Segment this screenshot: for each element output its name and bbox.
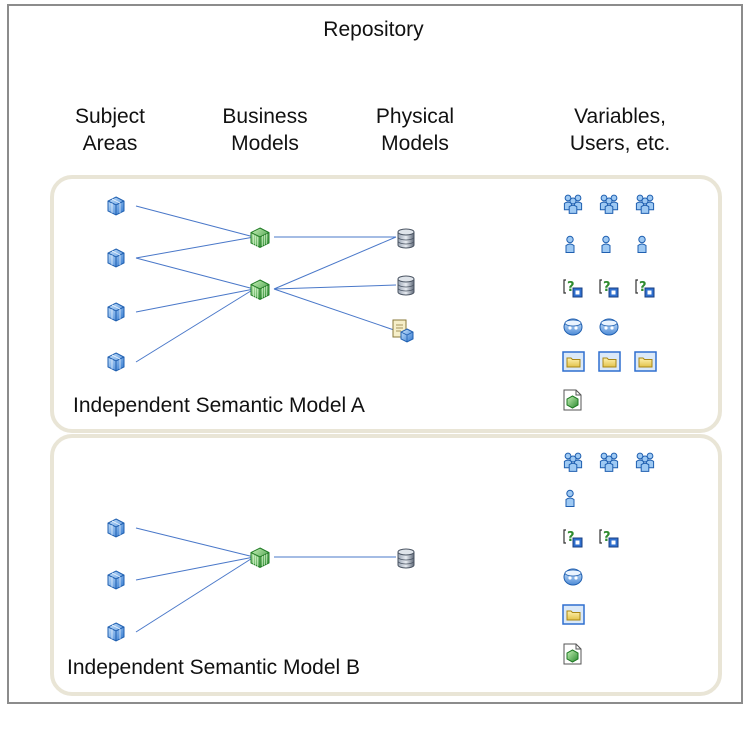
variable-icon: ? <box>599 279 619 298</box>
folder-icon <box>562 604 585 625</box>
session-icon <box>563 318 583 336</box>
svg-text:?: ? <box>603 280 611 295</box>
model-a-connectors <box>135 205 397 363</box>
svg-text:?: ? <box>639 280 647 295</box>
user-group-icon <box>635 452 655 472</box>
variable-icon: ? <box>635 279 655 298</box>
database-icon <box>397 548 415 569</box>
svg-text:?: ? <box>567 530 575 545</box>
subject-area-icon <box>107 622 125 642</box>
folder-icon <box>562 351 585 372</box>
subject-area-icon <box>107 570 125 590</box>
user-group-icon <box>599 194 619 214</box>
model-a-label: Independent Semantic Model A <box>73 394 365 417</box>
subject-area-icon <box>107 302 125 322</box>
user-group-icon <box>563 194 583 214</box>
svg-text:?: ? <box>603 530 611 545</box>
connector-line <box>135 257 255 290</box>
user-icon <box>601 235 611 253</box>
connector-line <box>273 288 395 331</box>
user-icon <box>565 235 575 253</box>
document-icon <box>563 389 582 411</box>
user-group-icon <box>563 452 583 472</box>
model-b-repository-objects: ?? <box>562 452 655 665</box>
column-header-variables-users: Variables, Users, etc. <box>569 105 671 155</box>
repository-title: Repository <box>323 18 424 41</box>
model-b-subject-areas <box>107 518 125 642</box>
model-a-physical-models <box>392 228 415 343</box>
connector-line <box>135 205 255 238</box>
subject-area-icon <box>107 248 125 268</box>
session-icon <box>599 318 619 336</box>
user-group-icon <box>635 194 655 214</box>
connector-line <box>135 556 255 633</box>
database-icon <box>397 275 415 296</box>
connector-line <box>135 236 255 259</box>
document-cube-icon <box>392 319 414 343</box>
semantic-model-a-panel <box>50 175 722 433</box>
subject-area-icon <box>107 196 125 216</box>
connector-line <box>135 288 255 313</box>
model-a-subject-areas <box>107 196 125 372</box>
model-a-business-models <box>250 227 270 301</box>
model-b-label: Independent Semantic Model B <box>67 656 361 679</box>
variable-icon: ? <box>563 529 583 548</box>
connector-line <box>273 236 397 290</box>
connector-line <box>135 288 255 363</box>
model-b-physical-models <box>397 548 415 569</box>
business-model-icon <box>250 279 270 301</box>
column-header-subject-areas: Subject Areas <box>74 105 146 155</box>
connector-line <box>273 284 397 290</box>
session-icon <box>563 568 583 586</box>
connector-line <box>135 556 255 581</box>
svg-text:?: ? <box>567 280 575 295</box>
variable-icon: ? <box>563 279 583 298</box>
subject-area-icon <box>107 352 125 372</box>
subject-area-icon <box>107 518 125 538</box>
business-model-icon <box>250 227 270 249</box>
folder-icon <box>634 351 657 372</box>
user-icon <box>565 489 575 507</box>
column-header-physical-models: Physical Models <box>375 105 455 155</box>
user-icon <box>637 235 647 253</box>
user-group-icon <box>599 452 619 472</box>
model-a-repository-objects: ??? <box>562 194 657 411</box>
folder-icon <box>598 351 621 372</box>
document-icon <box>563 643 582 665</box>
database-icon <box>397 228 415 249</box>
column-header-business-models: Business Models <box>222 105 308 155</box>
business-model-icon <box>250 547 270 569</box>
model-b-business-models <box>250 547 270 569</box>
semantic-model-b-panel <box>50 434 722 696</box>
connector-line <box>135 527 255 558</box>
model-b-connectors <box>135 527 396 633</box>
variable-icon: ? <box>599 529 619 548</box>
